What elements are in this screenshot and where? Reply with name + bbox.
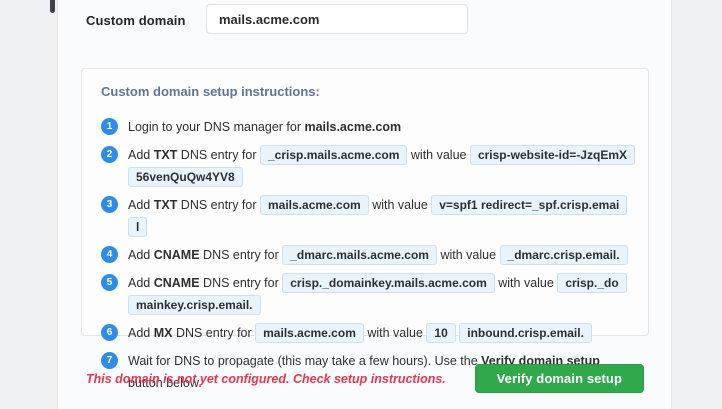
dns-value-chip: _crisp.mails.acme.com bbox=[260, 145, 408, 165]
instruction-step: 5 Add CNAME DNS entry for crisp._domainke… bbox=[101, 272, 629, 316]
step-text: Add CNAME DNS entry for crisp._domainkey… bbox=[128, 272, 629, 316]
step-plain-text: DNS entry for bbox=[199, 276, 283, 290]
instruction-step: 3 Add TXT DNS entry for mails.acme.com wi… bbox=[101, 194, 629, 238]
dns-value-chip: mails.acme.com bbox=[255, 323, 364, 343]
dns-value-chip: _dmarc.crisp.email. bbox=[499, 245, 628, 265]
step-plain-text: DNS entry for bbox=[199, 248, 283, 262]
step-plain-text: Login to your DNS manager for bbox=[128, 120, 305, 134]
step-plain-text: DNS entry for bbox=[177, 148, 260, 162]
step-bold-text: MX bbox=[153, 326, 173, 340]
step-bold-text: CNAME bbox=[153, 248, 200, 262]
step-plain-text: Wait for DNS to propagate (this may take… bbox=[128, 354, 482, 368]
dns-value-chip: crisp._domainkey.mails.acme.com bbox=[282, 273, 495, 293]
instructions-title: Custom domain setup instructions: bbox=[101, 84, 320, 99]
step-plain-text: Add bbox=[128, 198, 154, 212]
step-plain-text: with value bbox=[368, 198, 432, 212]
dns-value-chip: _dmarc.mails.acme.com bbox=[282, 245, 437, 265]
step-text: Add MX DNS entry for mails.acme.com with… bbox=[128, 322, 592, 344]
setup-instructions-box: Custom domain setup instructions: 1 Login… bbox=[81, 68, 649, 390]
step-text: Add TXT DNS entry for mails.acme.com wit… bbox=[128, 194, 629, 238]
instruction-step: 4 Add CNAME DNS entry for _dmarc.mails.ac… bbox=[101, 244, 629, 266]
step-plain-text: Add bbox=[128, 148, 154, 162]
instruction-step: 2 Add TXT DNS entry for _crisp.mails.acme… bbox=[101, 144, 635, 188]
custom-domain-input[interactable] bbox=[206, 4, 468, 34]
step-plain-text: Add bbox=[128, 326, 154, 340]
left-gutter bbox=[0, 0, 57, 409]
instructions-steps-list: 1 Login to your DNS manager for mails.acm… bbox=[101, 116, 635, 394]
instruction-step: 6 Add MX DNS entry for mails.acme.com wit… bbox=[101, 322, 629, 344]
domain-not-configured-message: This domain is not yet configured. Check… bbox=[86, 372, 446, 386]
step-text: Add TXT DNS entry for _crisp.mails.acme.… bbox=[128, 144, 635, 188]
step-number-badge: 3 bbox=[101, 196, 118, 213]
step-number-badge: 5 bbox=[101, 274, 118, 291]
step-bold-text: TXT bbox=[153, 148, 178, 162]
step-plain-text: with value bbox=[494, 276, 558, 290]
step-plain-text: with value bbox=[436, 248, 500, 262]
step-text: Add CNAME DNS entry for _dmarc.mails.acm… bbox=[128, 244, 628, 266]
verify-domain-setup-button[interactable]: Verify domain setup bbox=[474, 364, 644, 393]
step-number-badge: 4 bbox=[101, 246, 118, 263]
step-number-badge: 6 bbox=[101, 324, 118, 341]
custom-domain-form-row: Custom domain bbox=[58, 0, 671, 40]
step-plain-text: DNS entry for bbox=[172, 326, 256, 340]
step-bold-text: CNAME bbox=[153, 276, 200, 290]
dns-value-chip: mails.acme.com bbox=[260, 195, 369, 215]
instruction-step: 1 Login to your DNS manager for mails.acm… bbox=[101, 116, 629, 138]
step-bold-text: TXT bbox=[153, 198, 178, 212]
scrollbar-thumb[interactable] bbox=[50, 0, 55, 13]
step-plain-text: with value bbox=[407, 148, 470, 162]
step-number-badge: 1 bbox=[101, 118, 118, 135]
step-bold-text: mails.acme.com bbox=[304, 120, 402, 134]
settings-card: Custom domain Custom domain setup instru… bbox=[57, 0, 672, 409]
step-plain-text: Add bbox=[128, 276, 154, 290]
step-plain-text: with value bbox=[363, 326, 427, 340]
custom-domain-label: Custom domain bbox=[86, 13, 186, 28]
step-text: Login to your DNS manager for mails.acme… bbox=[128, 116, 401, 138]
step-number-badge: 7 bbox=[101, 352, 118, 369]
step-plain-text: Add bbox=[128, 248, 154, 262]
dns-value-chip: inbound.crisp.email. bbox=[459, 323, 592, 343]
dns-value-chip: 10 bbox=[426, 323, 456, 343]
step-plain-text: DNS entry for bbox=[177, 198, 260, 212]
step-number-badge: 2 bbox=[101, 146, 118, 163]
step-plain-text: button below. bbox=[128, 376, 202, 390]
